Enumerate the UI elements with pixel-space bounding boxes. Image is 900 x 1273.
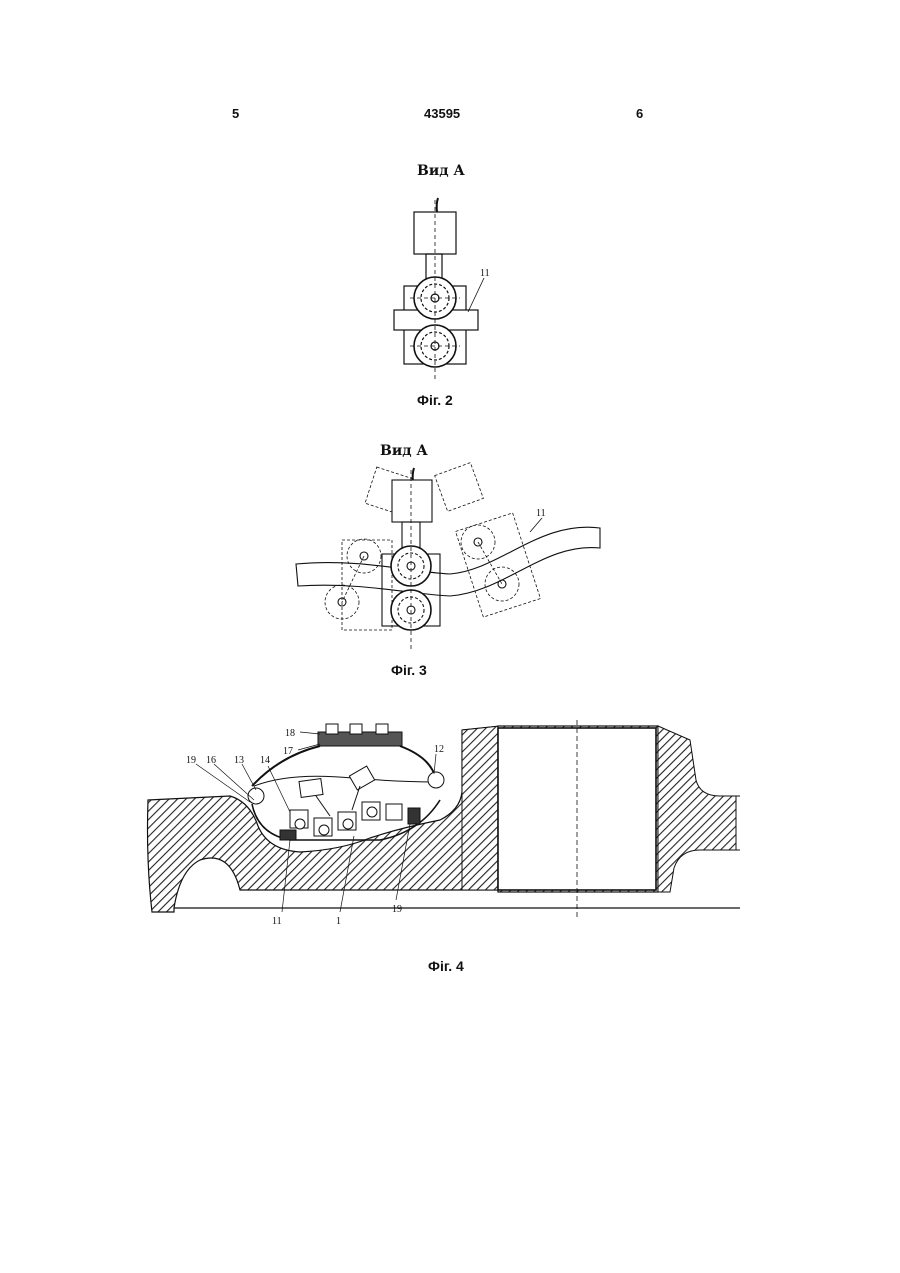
fig4-drawing: 18 17 19 16 13 14 12 11 1 19 <box>140 700 750 950</box>
fig2-label-11: 11 <box>480 268 490 279</box>
fig4-label-19b: 19 <box>392 904 402 915</box>
fig4-label-17: 17 <box>283 746 293 757</box>
fig4-label-11: 11 <box>272 916 282 927</box>
fig4-label-18: 18 <box>285 728 295 739</box>
fig3-label-11: 11 <box>536 508 546 519</box>
document-number: 43595 <box>424 106 460 121</box>
fig2-caption: Фіг. 2 <box>417 392 453 408</box>
fig4-label-16: 16 <box>206 755 216 766</box>
fig4-caption: Фіг. 4 <box>428 958 464 974</box>
fig3-caption: Фіг. 3 <box>391 662 427 678</box>
fig3-view-label: Вид А <box>380 443 428 459</box>
fig4-label-14: 14 <box>260 755 270 766</box>
fig3-drawing: 11 <box>290 460 610 660</box>
fig4-label-12: 12 <box>434 744 444 755</box>
fig4-label-19a: 19 <box>186 755 196 766</box>
fig2-drawing: 11 <box>380 190 500 390</box>
page-number-right: 6 <box>636 106 643 121</box>
page-number-left: 5 <box>232 106 239 121</box>
fig4-label-1: 1 <box>336 916 341 927</box>
fig2-view-label: Вид А <box>417 163 465 179</box>
fig4-label-13: 13 <box>234 755 244 766</box>
